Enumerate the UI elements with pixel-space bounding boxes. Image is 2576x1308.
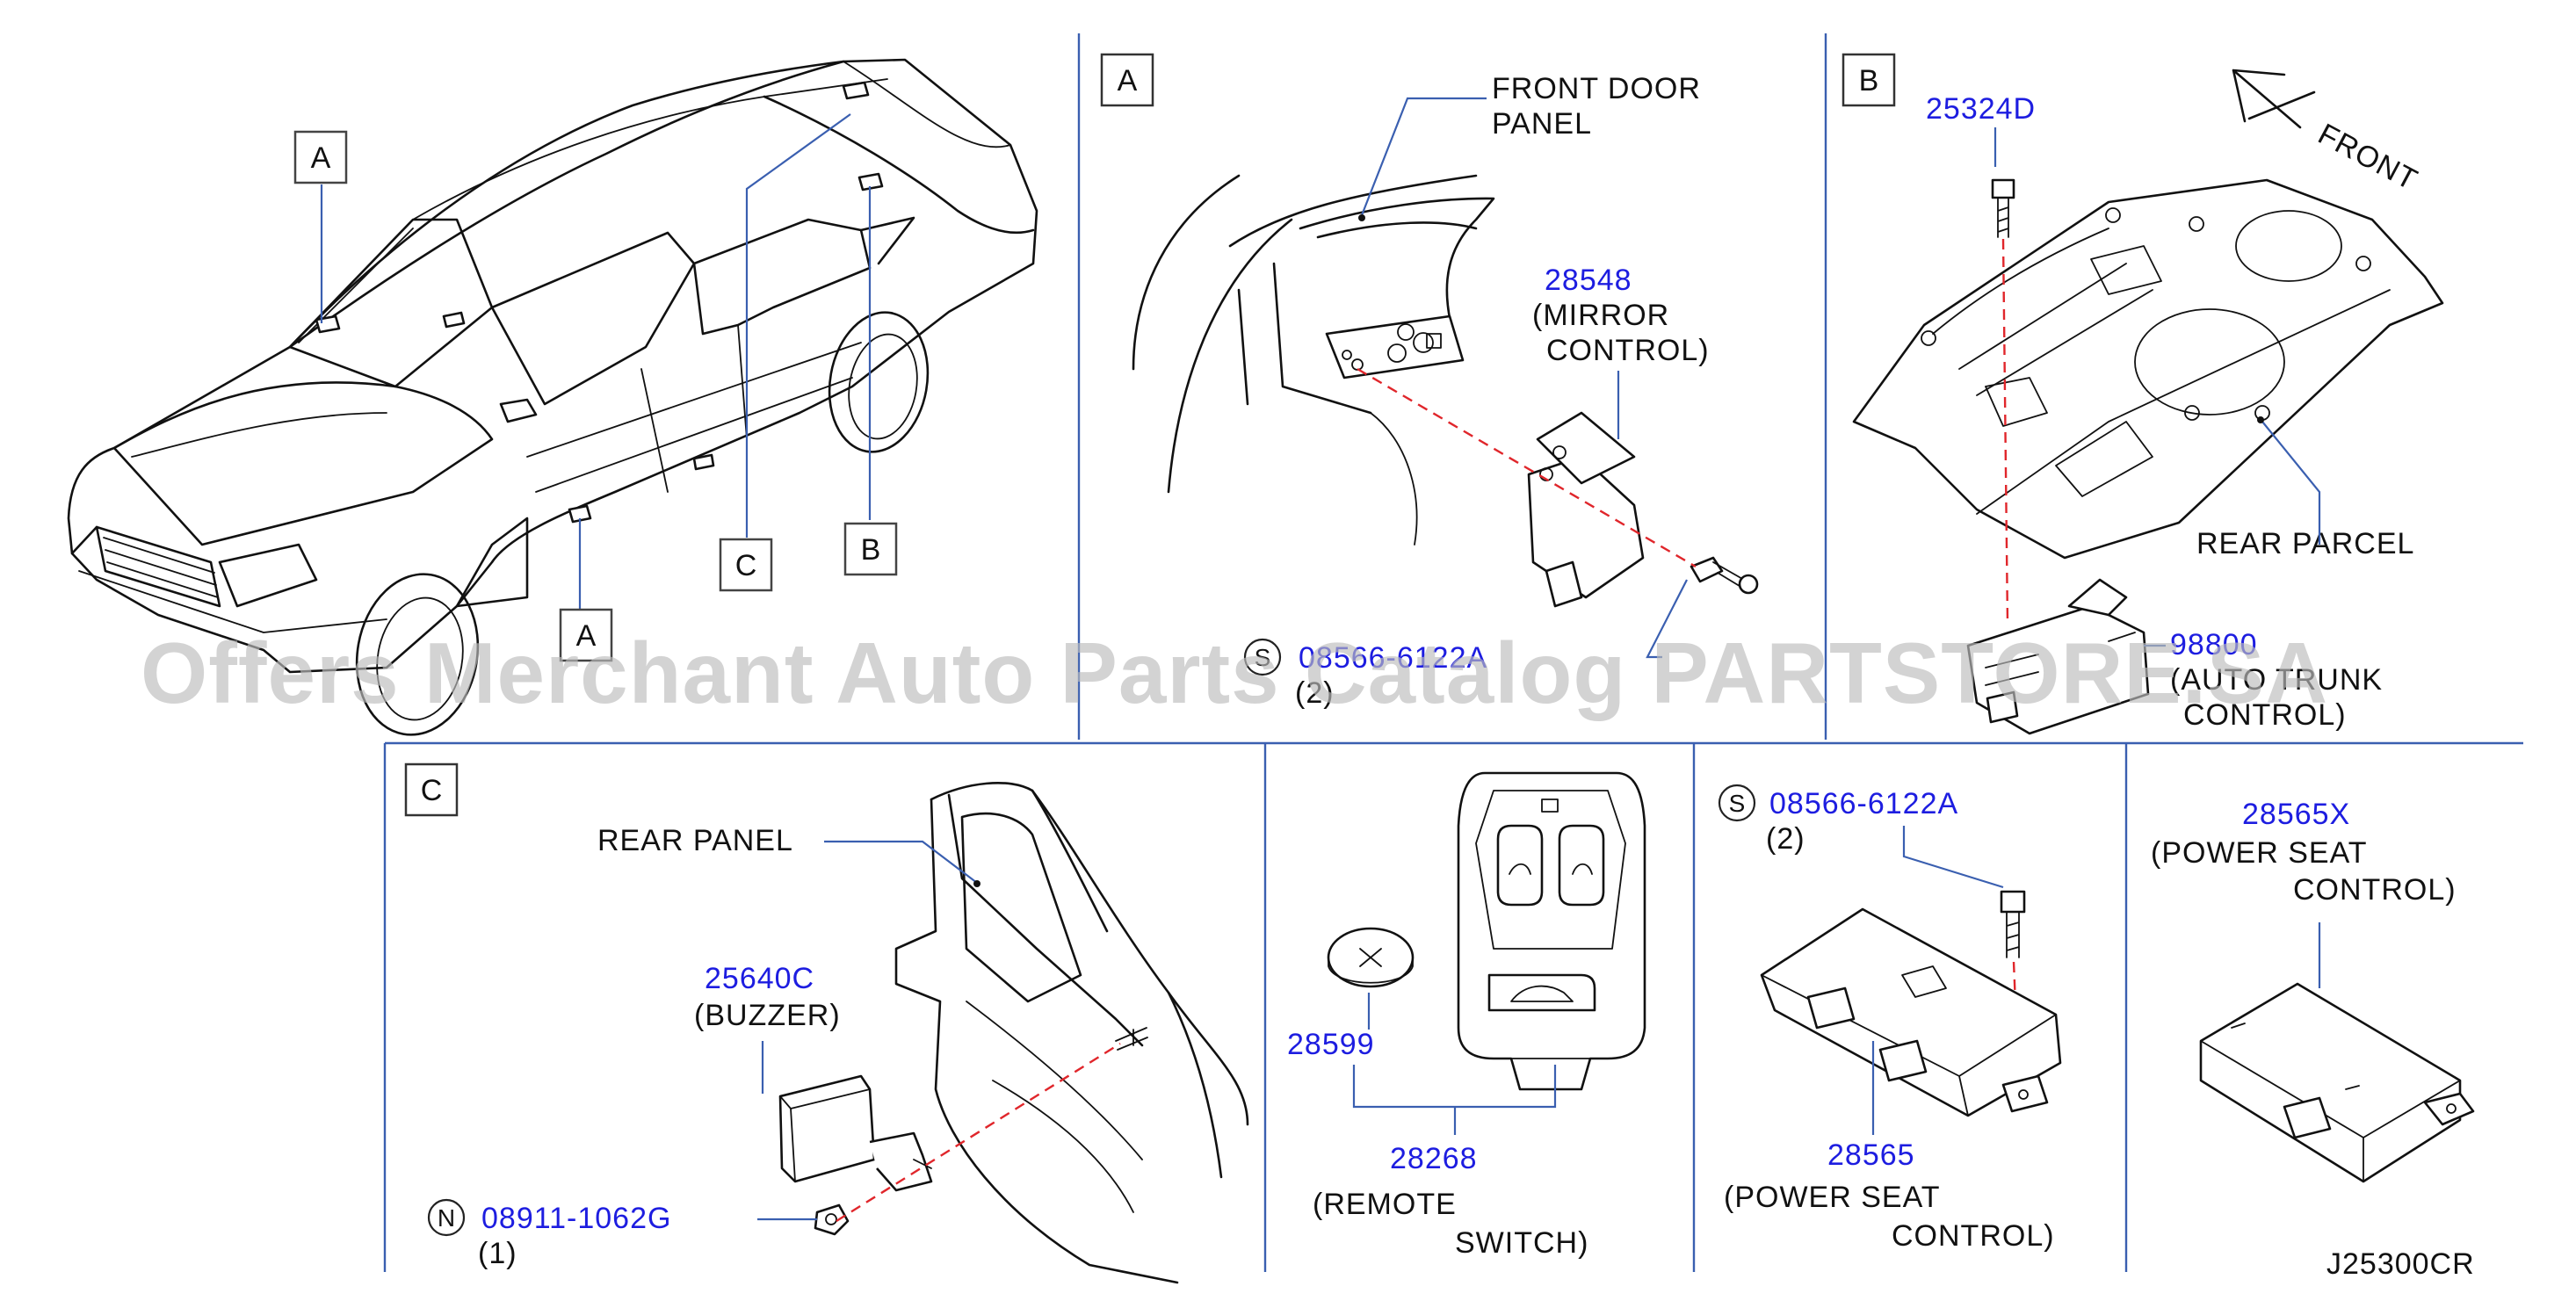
auto-trunk-part-number: 98800 bbox=[2170, 628, 2258, 661]
screw-part-number: 25324D bbox=[1926, 92, 2036, 126]
callout-a-bottom: A bbox=[576, 619, 597, 653]
rear-panel-label: REAR PANEL bbox=[597, 824, 793, 857]
front-door-panel-label-2: PANEL bbox=[1492, 107, 1592, 141]
callout-c: C bbox=[735, 549, 757, 582]
callout-a-top: A bbox=[311, 141, 331, 175]
front-arrow-icon bbox=[2232, 69, 2316, 129]
front-door-panel-label-1: FRONT DOOR bbox=[1492, 72, 1701, 105]
bolt-quantity-a: (2) bbox=[1295, 676, 1335, 710]
section-dividers bbox=[383, 33, 2523, 1272]
remote-switch-section: 28599 28268 (REMOTE SWITCH) bbox=[1287, 771, 1646, 1260]
nut-symbol-n: N bbox=[438, 1204, 455, 1232]
vehicle-overview: A A C B bbox=[67, 58, 1038, 736]
mirror-control-name-2: CONTROL) bbox=[1546, 334, 1710, 367]
remote-switch-name-2: SWITCH) bbox=[1455, 1226, 1588, 1260]
front-direction-label: FRONT bbox=[2312, 118, 2423, 198]
power-seat-control-name-1: (POWER SEAT bbox=[1724, 1181, 1941, 1214]
power-seat-control-x-name-2: CONTROL) bbox=[2293, 873, 2457, 907]
buzzer-part-number: 25640C bbox=[705, 962, 814, 995]
power-seat-control-section: S 08566-6122A (2) 28565 (POWER SEAT CONT… bbox=[1718, 784, 2062, 1253]
auto-trunk-name-1: (AUTO TRUNK bbox=[2170, 663, 2383, 697]
section-b: B FRONT 25324D REAR PARCEL 98800 (AUTO T… bbox=[1842, 53, 2444, 735]
section-c-tag: C bbox=[421, 774, 443, 807]
nut-quantity: (1) bbox=[478, 1237, 517, 1270]
mirror-control-part-number: 28548 bbox=[1545, 264, 1632, 297]
section-c: C REAR PANEL 25640C (BUZZER) N 08911-106… bbox=[404, 762, 1249, 1284]
auto-trunk-name-2: CONTROL) bbox=[2183, 698, 2347, 732]
seat-bolt-quantity: (2) bbox=[1766, 822, 1805, 856]
bolt-part-number-a: 08566-6122A bbox=[1299, 641, 1487, 675]
diagram-code: J25300CR bbox=[2326, 1247, 2475, 1281]
power-seat-control-x-part-number: 28565X bbox=[2242, 798, 2350, 831]
power-seat-control-name-2: CONTROL) bbox=[1892, 1219, 2055, 1253]
power-seat-control-x-name-1: (POWER SEAT bbox=[2151, 836, 2368, 870]
section-a: A FRONT DOOR PANEL 28548 (MIRROR CONTROL… bbox=[1100, 53, 1759, 710]
section-b-tag: B bbox=[1859, 64, 1879, 98]
remote-switch-name-1: (REMOTE bbox=[1313, 1188, 1457, 1221]
power-seat-control-x-section: 28565X (POWER SEAT CONTROL) bbox=[2151, 798, 2475, 1183]
buzzer-name: (BUZZER) bbox=[694, 999, 841, 1032]
power-seat-control-part-number: 28565 bbox=[1827, 1138, 1915, 1172]
seat-bolt-part-number: 08566-6122A bbox=[1769, 787, 1958, 820]
mirror-control-name-1: (MIRROR bbox=[1532, 299, 1669, 332]
nut-part-number: 08911-1062G bbox=[481, 1202, 671, 1235]
battery-part-number: 28599 bbox=[1287, 1028, 1375, 1061]
remote-switch-part-number: 28268 bbox=[1390, 1142, 1478, 1175]
seat-bolt-symbol-s: S bbox=[1729, 790, 1746, 817]
callout-b: B bbox=[861, 533, 881, 567]
section-a-tag: A bbox=[1118, 64, 1138, 98]
rear-parcel-label: REAR PARCEL bbox=[2196, 527, 2414, 560]
watermark-text: Offers Merchant Auto Parts Catalog PARTS… bbox=[141, 625, 2328, 721]
bolt-symbol-s: S bbox=[1255, 644, 1271, 671]
